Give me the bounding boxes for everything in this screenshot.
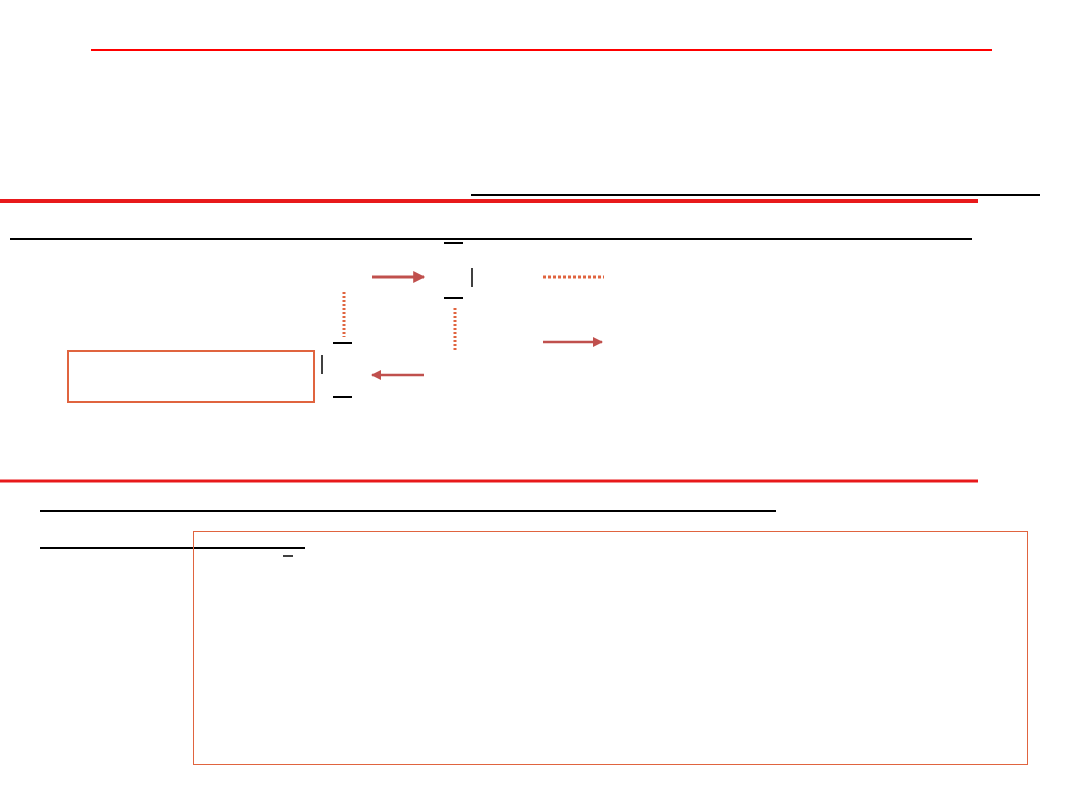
outlined-box-small bbox=[67, 350, 315, 403]
outlined-box-large bbox=[193, 531, 1028, 765]
